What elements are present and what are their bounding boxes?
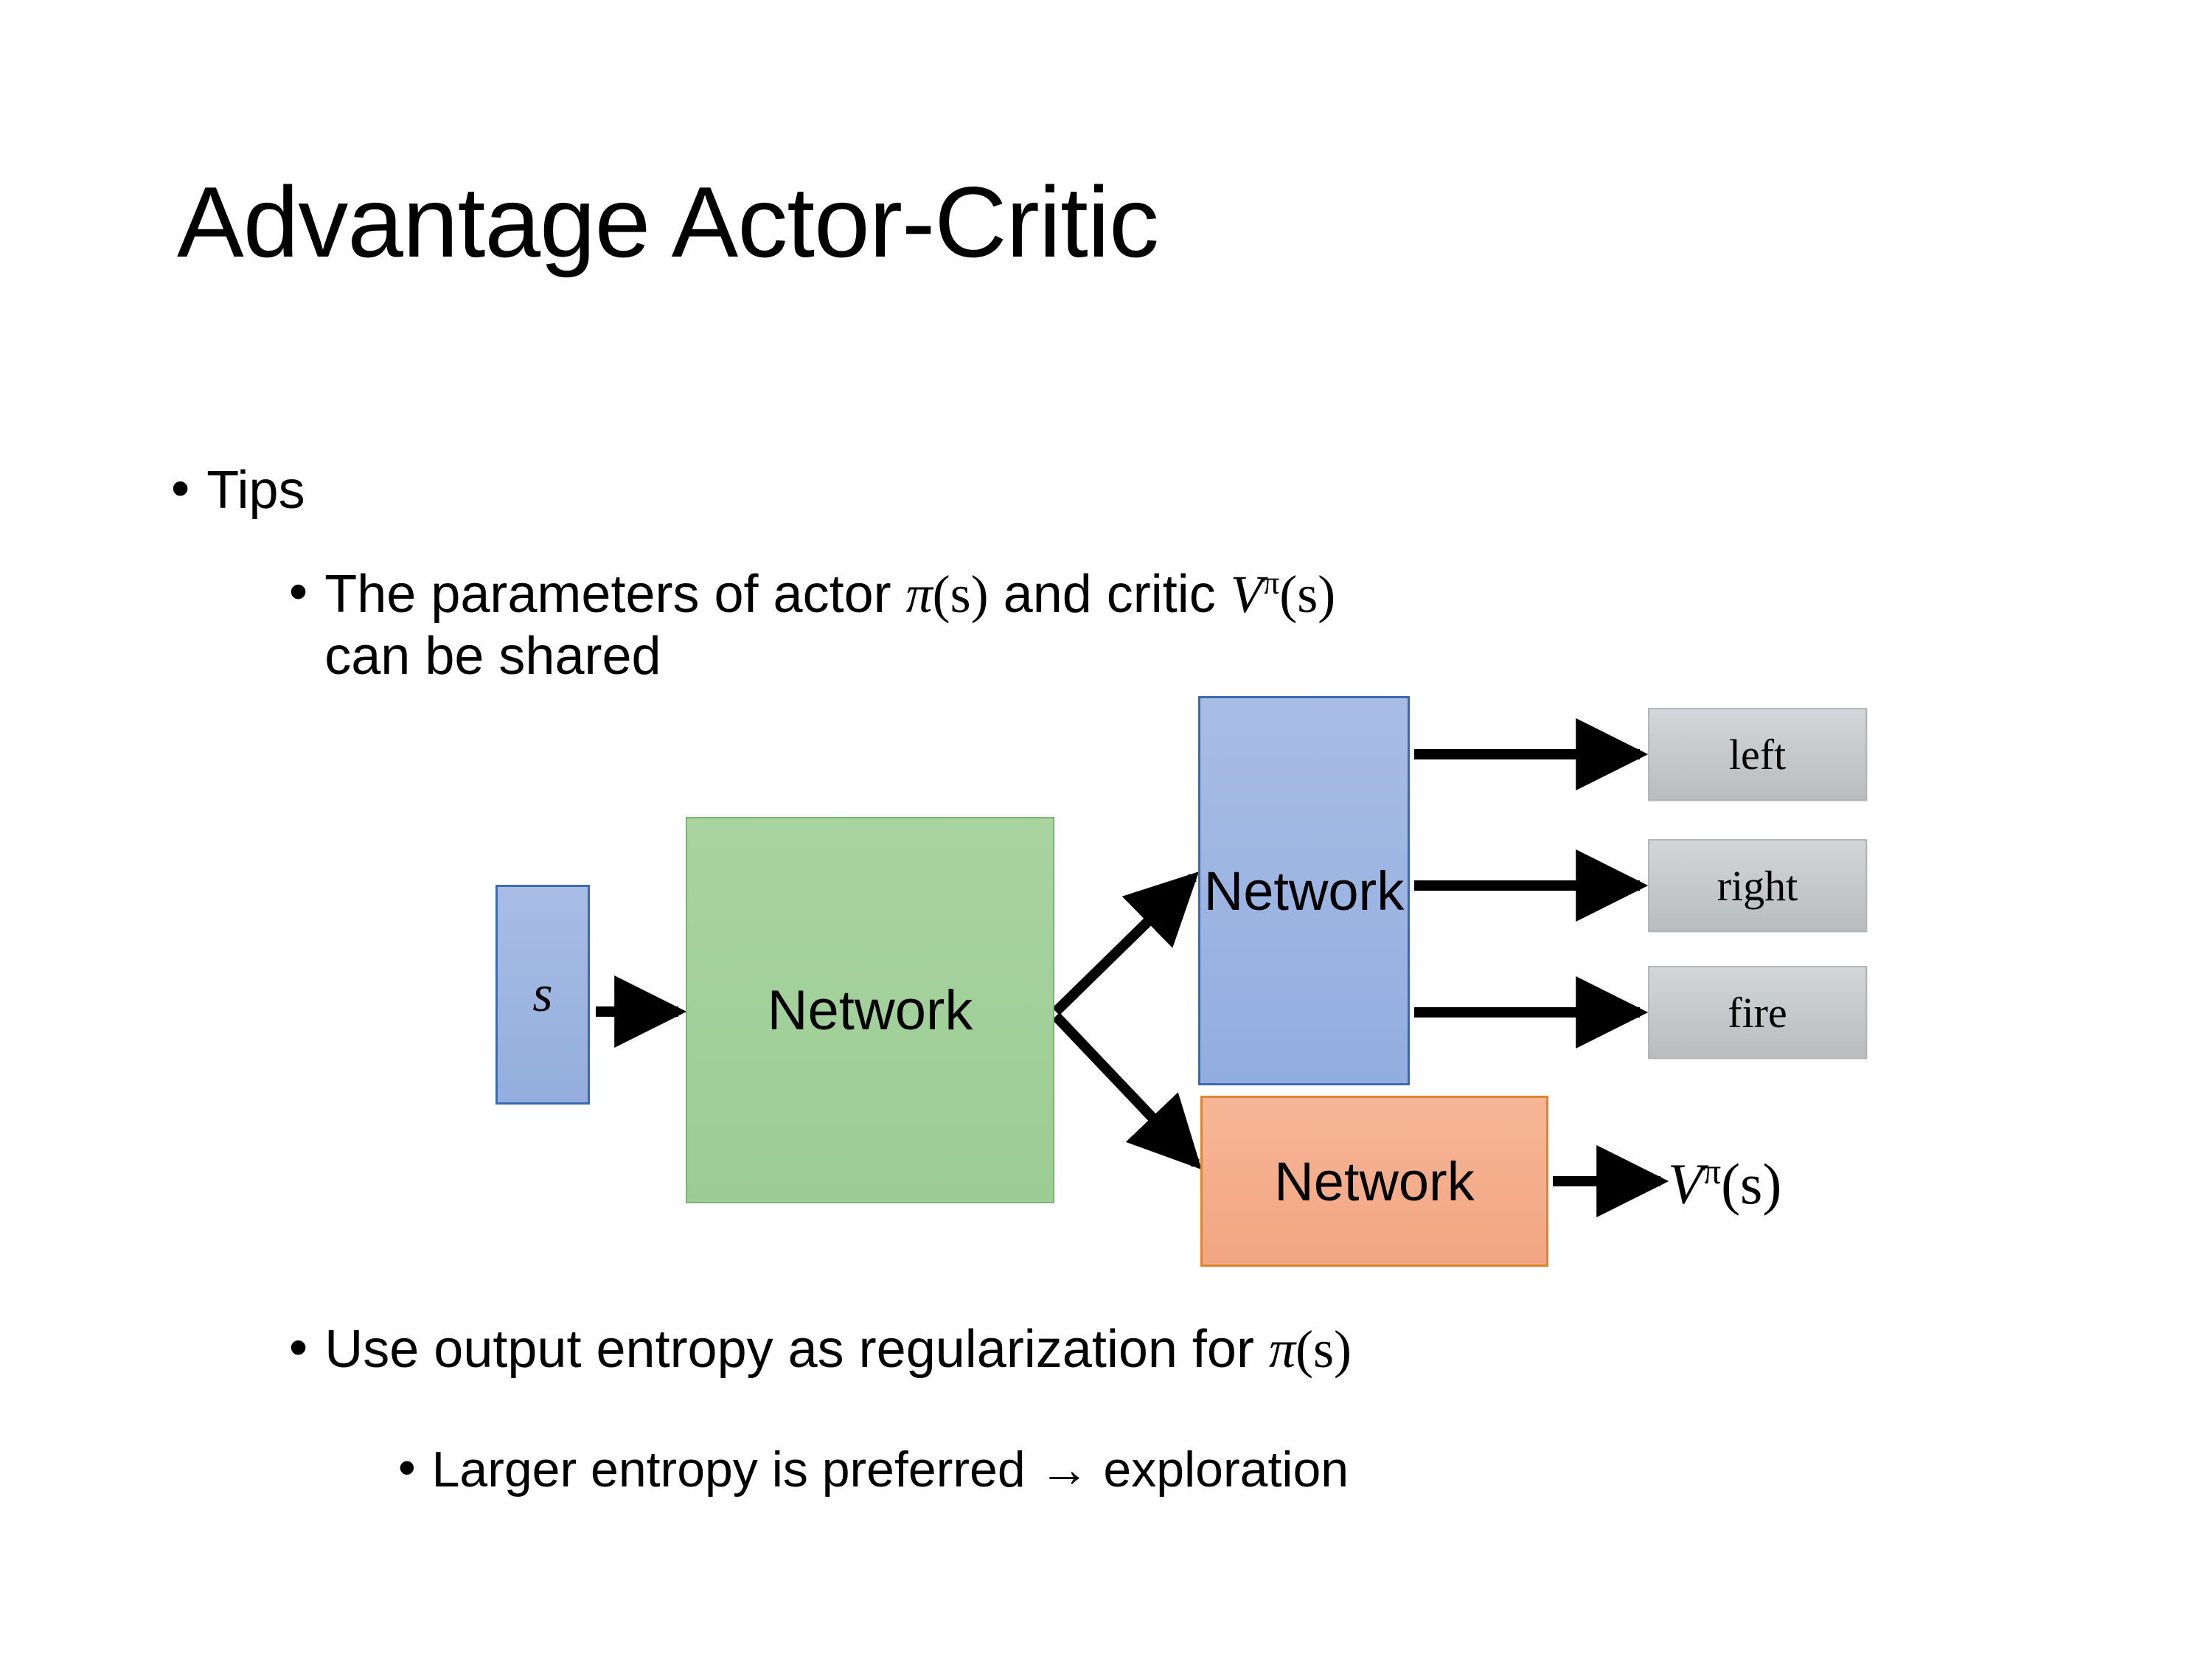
critic-network-label: Network: [1274, 1150, 1475, 1212]
bullet-marker-icon: •: [398, 1439, 416, 1496]
bullet-entropy-regularization: • Use output entropy as regularization f…: [289, 1320, 1352, 1380]
shared-mid-text: and critic: [988, 565, 1231, 624]
action-label-right: right: [1717, 861, 1798, 910]
action-box-left: left: [1648, 708, 1867, 801]
critic-network-box: Network: [1200, 1096, 1548, 1267]
bullet-larger-label: Larger entropy is preferred → exploratio…: [431, 1441, 1349, 1498]
state-label: s: [532, 966, 553, 1023]
value-argument: (s): [1721, 1152, 1782, 1216]
shared-pre-text: The parameters of actor: [324, 565, 906, 624]
shared-network-label: Network: [767, 978, 973, 1042]
shared-network-box: Network: [686, 817, 1054, 1203]
action-label-fire: fire: [1728, 988, 1787, 1037]
v-symbol: V: [1230, 565, 1263, 624]
bullet-shared-parameters: • The parameters of actor π(s) and criti…: [289, 564, 2103, 687]
bullet-marker-icon: •: [171, 459, 190, 518]
pi-symbol: π: [1268, 1320, 1296, 1379]
bullet-marker-icon: •: [289, 1318, 308, 1377]
pi-argument: (s): [932, 565, 989, 624]
value-v-symbol: V: [1668, 1152, 1703, 1216]
action-box-fire: fire: [1648, 966, 1867, 1059]
action-box-right: right: [1648, 839, 1867, 932]
state-input-box: s: [495, 885, 590, 1105]
bullet-tips: • Tips: [171, 461, 305, 521]
value-superscript-pi: π: [1703, 1152, 1722, 1192]
actor-network-label: Network: [1203, 860, 1405, 922]
bullet-marker-icon: •: [289, 562, 308, 622]
value-function-output: Vπ(s): [1668, 1150, 1781, 1217]
pi-symbol: π: [905, 565, 933, 624]
shared-line2-text: can be shared: [324, 626, 661, 686]
entropy-pre-text: Use output entropy as regularization for: [324, 1320, 1269, 1379]
page-title: Advantage Actor-Critic: [177, 166, 1159, 278]
bullet-tips-label: Tips: [206, 461, 305, 520]
v-argument: (s): [1279, 565, 1336, 624]
arrow-shared-to-critic: [1051, 1012, 1202, 1170]
actor-network-box: Network: [1198, 696, 1410, 1085]
pi-argument: (s): [1295, 1320, 1352, 1379]
bullet-shared-text: The parameters of actor π(s) and critic …: [324, 564, 1335, 687]
bullet-entropy-text: Use output entropy as regularization for…: [324, 1320, 1352, 1380]
action-label-left: left: [1728, 730, 1787, 779]
v-superscript-pi: π: [1262, 564, 1280, 601]
arrow-shared-to-actor: [1052, 872, 1200, 1016]
bullet-larger-entropy: • Larger entropy is preferred → explorat…: [398, 1441, 1349, 1498]
